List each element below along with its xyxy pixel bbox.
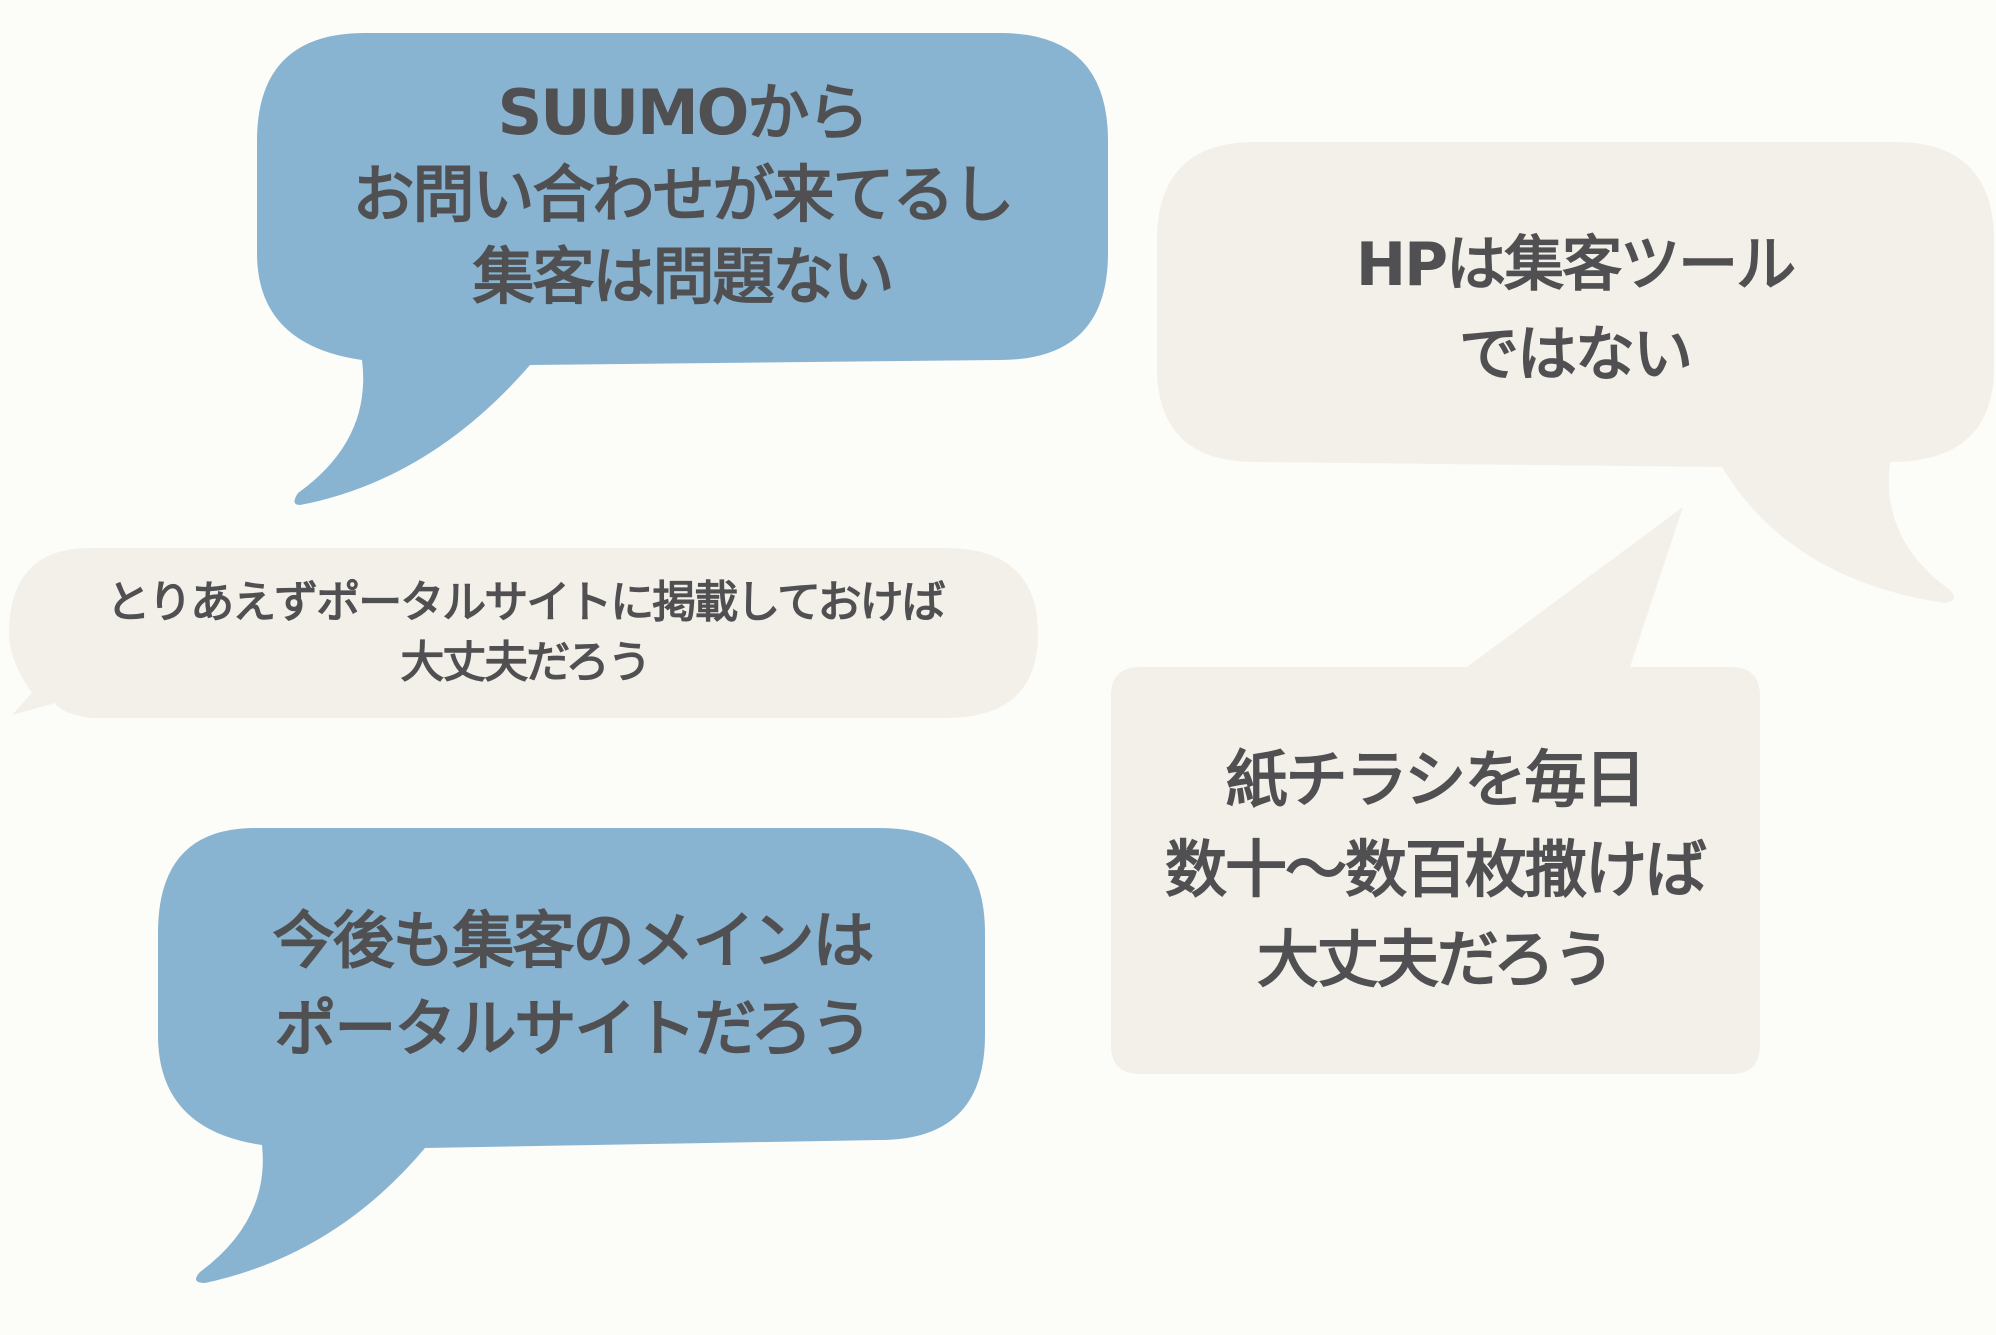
suumo-line-2: お問い合わせが来てるし (352, 158, 1014, 231)
portal-listing-line-1: とりあえずポータルサイトに掲載しておけば (106, 576, 945, 628)
future-line-2: ポータルサイトだろう (274, 992, 872, 1065)
flyer-bubble-shape (1111, 507, 1760, 1074)
hp-bubble-shape (1157, 142, 1994, 603)
portal-listing-bubble-shape (9, 548, 1038, 718)
portal-listing-bubble-text: とりあえずポータルサイトに掲載しておけば 大丈夫だろう (40, 565, 1010, 700)
suumo-bubble-shape (257, 33, 1108, 505)
hp-line-1: HPは集客ツール (1355, 230, 1796, 300)
suumo-bubble-text: SUUMOから お問い合わせが来てるし 集客は問題ない (300, 55, 1065, 335)
flyer-line-1: 紙チラシを毎日 (1225, 743, 1647, 816)
portal-listing-line-2: 大丈夫だろう (400, 636, 651, 688)
suumo-line-1: SUUMOから (497, 76, 870, 149)
flyer-bubble-text: 紙チラシを毎日 数十～数百枚撒けば 大丈夫だろう (1125, 725, 1745, 1015)
future-bubble-shape (158, 828, 985, 1283)
future-bubble-text: 今後も集客のメインは ポータルサイトだろう (190, 895, 955, 1075)
suumo-line-3: 集客は問題ない (472, 240, 894, 313)
flyer-line-3: 大丈夫だろう (1256, 923, 1615, 996)
future-line-1: 今後も集客のメインは (272, 904, 874, 977)
hp-line-2: ではない (1459, 320, 1693, 390)
hp-bubble-text: HPは集客ツール ではない (1200, 215, 1950, 405)
flyer-line-2: 数十～数百枚撒けば (1164, 833, 1707, 906)
